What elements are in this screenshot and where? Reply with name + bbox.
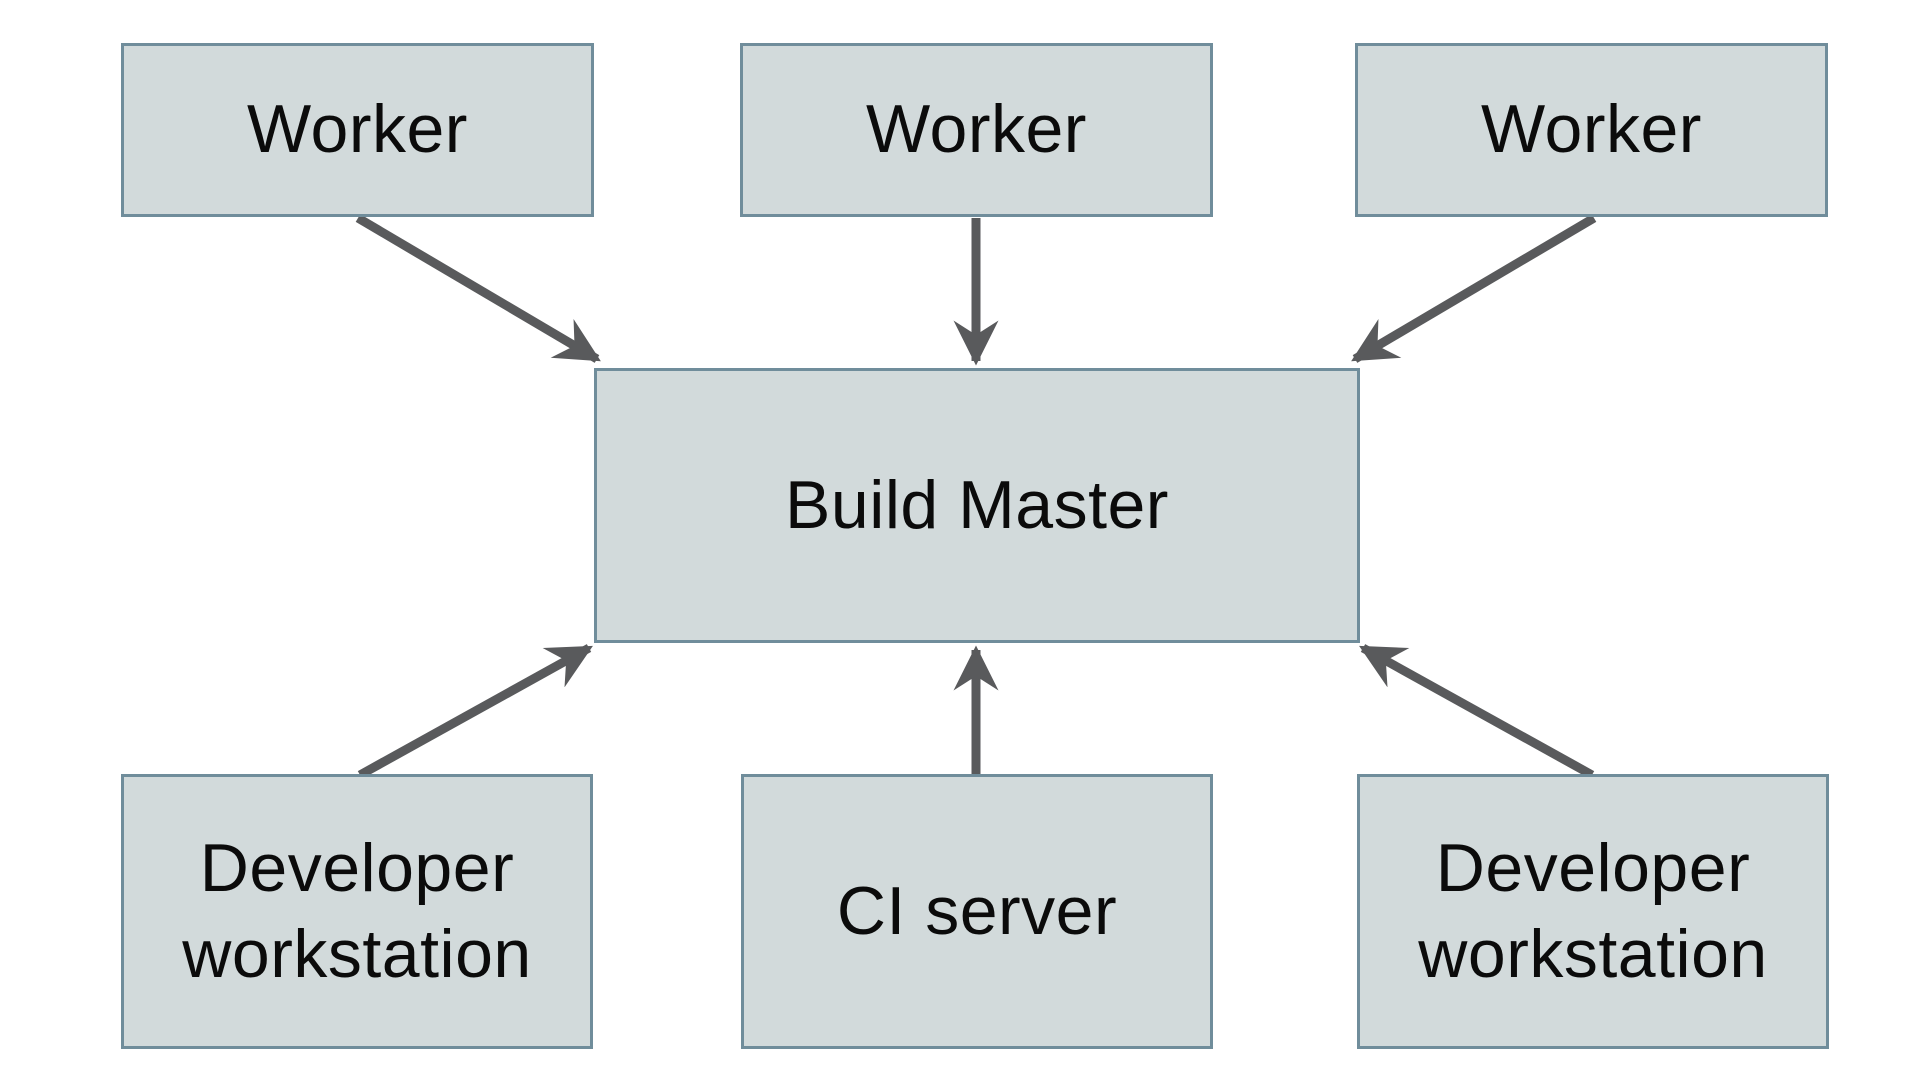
node-ci-server-label: CI server (836, 872, 1118, 949)
arrow-worker3-to-build-master (1351, 214, 1597, 363)
node-build-master-label: Build Master (785, 466, 1169, 543)
node-developer-workstation-right: Developer workstation (1357, 774, 1829, 1049)
node-build-master: Build Master (594, 368, 1360, 643)
node-developer-workstation-right-label: Developer workstation (1418, 829, 1768, 992)
arrow-dev-left-to-build-master (357, 644, 593, 779)
node-worker-1-label: Worker (247, 91, 468, 168)
node-worker-1: Worker (121, 43, 594, 217)
node-developer-workstation-left: Developer workstation (121, 774, 593, 1049)
node-worker-2: Worker (740, 43, 1213, 217)
arrow-worker1-to-build-master (355, 214, 601, 363)
node-worker-2-label: Worker (866, 91, 1087, 168)
node-developer-workstation-left-label: Developer workstation (182, 829, 532, 992)
node-worker-3: Worker (1355, 43, 1828, 217)
node-worker-3-label: Worker (1481, 91, 1702, 168)
arrow-dev-right-to-build-master (1359, 644, 1595, 779)
node-ci-server: CI server (741, 774, 1213, 1049)
